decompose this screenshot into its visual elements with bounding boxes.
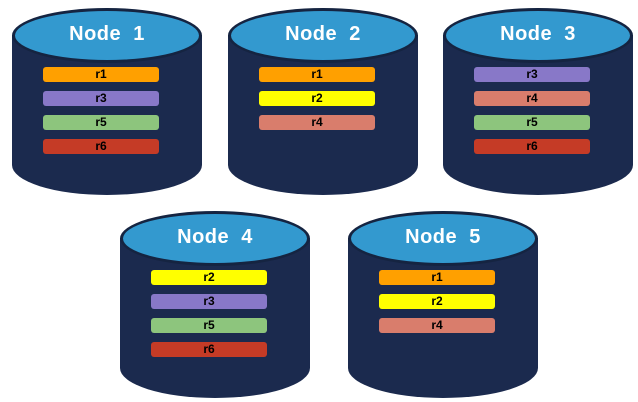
replica-bar: r6 [474,139,590,154]
replica-bar: r1 [379,270,495,285]
node-4-cylinder: Node 4 r2 r3 r5 r6 [120,211,310,398]
replica-list: r1 r2 r4 [228,67,406,130]
replica-bar: r5 [151,318,267,333]
node-label: Node 5 [405,226,481,248]
cylinder-top: Node 4 [120,211,310,266]
replica-bar: r1 [259,67,375,82]
replica-bar: r2 [379,294,495,309]
replica-bar: r3 [43,91,159,106]
node-label: Node 3 [500,23,576,45]
replica-bar: r3 [474,67,590,82]
replica-bar: r3 [151,294,267,309]
replica-bar: r1 [43,67,159,82]
cylinder-top: Node 3 [443,8,633,63]
node-label: Node 2 [285,23,361,45]
node-5-cylinder: Node 5 r1 r2 r4 [348,211,538,398]
replica-bar: r4 [259,115,375,130]
node-label: Node 1 [69,23,145,45]
replica-list: r1 r3 r5 r6 [12,67,190,154]
cylinder-top: Node 1 [12,8,202,63]
replica-bar: r4 [379,318,495,333]
node-2-cylinder: Node 2 r1 r2 r4 [228,8,418,195]
replica-bar: r6 [43,139,159,154]
replica-bar: r4 [474,91,590,106]
replica-bar: r2 [151,270,267,285]
node-1-cylinder: Node 1 r1 r3 r5 r6 [12,8,202,195]
cylinder-top: Node 2 [228,8,418,63]
replica-list: r2 r3 r5 r6 [120,270,298,357]
replica-bar: r2 [259,91,375,106]
replica-bar: r5 [474,115,590,130]
node-label: Node 4 [177,226,253,248]
replica-list: r3 r4 r5 r6 [443,67,621,154]
replica-list: r1 r2 r4 [348,270,526,333]
replica-bar: r6 [151,342,267,357]
node-3-cylinder: Node 3 r3 r4 r5 r6 [443,8,633,195]
replica-bar: r5 [43,115,159,130]
cylinder-top: Node 5 [348,211,538,266]
